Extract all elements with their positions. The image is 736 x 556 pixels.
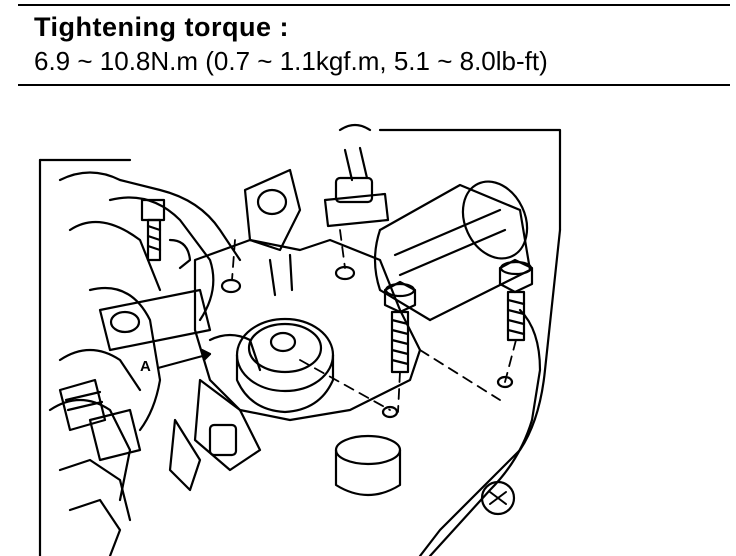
install-guides [231, 229, 517, 413]
round-cap [334, 434, 402, 496]
top-hose [323, 123, 390, 228]
bottom-rule [18, 84, 730, 86]
left-hardware [58, 378, 142, 462]
callout-a [156, 348, 212, 370]
frame-outline [38, 128, 562, 556]
top-rule [18, 4, 730, 6]
lifting-bracket [243, 168, 302, 252]
motor-body [373, 180, 532, 322]
bolt-right [498, 258, 534, 342]
line-drawing [38, 123, 562, 556]
bottom-clip [168, 378, 262, 492]
torque-title: Tightening torque : [34, 12, 289, 42]
torque-spec-box: Tightening torque : 6.9 ~ 10.8N.m (0.7 ~… [0, 0, 736, 86]
torque-value: 6.9 ~ 10.8N.m (0.7 ~ 1.1kgf.m, 5.1 ~ 8.0… [34, 46, 548, 76]
bushing [235, 317, 335, 414]
upper-left-stud [140, 198, 192, 270]
screw-symbol [480, 480, 516, 516]
target-holes [381, 375, 514, 419]
housing-background [48, 171, 242, 556]
callout-a-label: A [140, 358, 151, 375]
component-illustration: A [0, 90, 736, 556]
left-cylinder [98, 288, 212, 352]
